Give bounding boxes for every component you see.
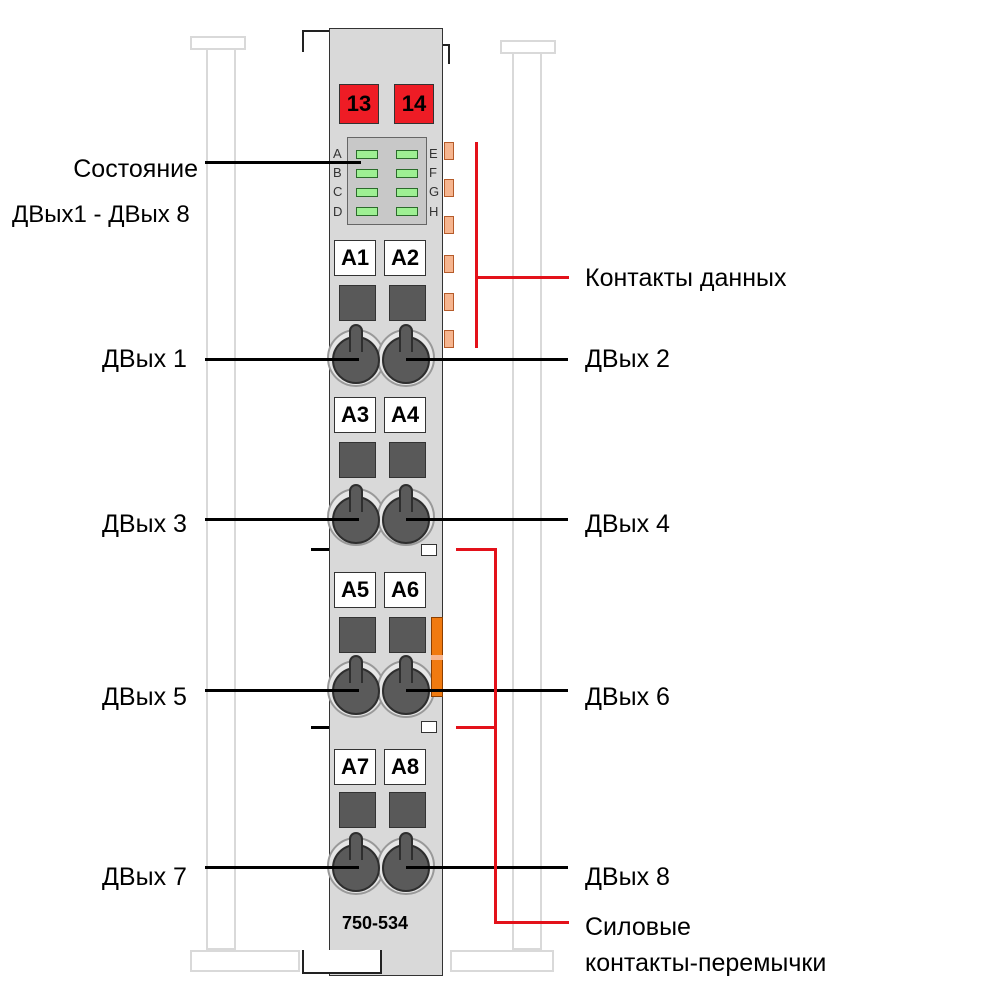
power-bracket-top xyxy=(456,548,496,551)
led-a xyxy=(356,150,378,159)
separator-mark xyxy=(311,548,329,551)
data-contact xyxy=(444,293,454,311)
terminal-a6: A6 xyxy=(384,572,426,608)
release-slot-3 xyxy=(339,442,376,478)
terminal-14-label: 14 xyxy=(401,91,427,116)
out5-label: ДВых 5 xyxy=(102,683,187,711)
din-rail-outline xyxy=(512,54,542,950)
terminal-a4-label: A4 xyxy=(390,402,420,427)
release-slot-7 xyxy=(339,792,376,828)
power-bracket-vertical xyxy=(494,548,497,923)
din-rail-outline xyxy=(206,50,236,950)
out2-label: ДВых 2 xyxy=(585,345,670,373)
terminal-a1-label: A1 xyxy=(340,245,370,270)
release-slot-4 xyxy=(389,442,426,478)
terminal-a5-label: A5 xyxy=(340,577,370,602)
terminal-a8: A8 xyxy=(384,749,426,785)
led-f xyxy=(396,169,418,178)
terminal-a5: A5 xyxy=(334,572,376,608)
led-b xyxy=(356,169,378,178)
status-label-line2: ДВых1 - ДВых 8 xyxy=(12,201,190,228)
terminal-13-label: 13 xyxy=(346,91,372,116)
power-label-line2: контакты-перемычки xyxy=(585,949,827,977)
led-label-f: F xyxy=(429,165,437,180)
terminal-a7: A7 xyxy=(334,749,376,785)
terminal-a3-label: A3 xyxy=(340,402,370,427)
model-number: 750-534 xyxy=(342,913,409,933)
din-rail-outline xyxy=(190,36,246,50)
terminal-a7-label: A7 xyxy=(340,754,370,779)
power-label-line1: Силовые xyxy=(585,913,691,941)
data-contact xyxy=(444,216,454,234)
data-contact xyxy=(444,255,454,273)
release-slot-1 xyxy=(339,285,376,321)
led-label-d: D xyxy=(333,204,343,219)
terminal-a2: A2 xyxy=(384,240,426,276)
out3-label: ДВых 3 xyxy=(102,510,187,538)
terminal-a8-label: A8 xyxy=(390,754,420,779)
power-jumper-contact-gap xyxy=(431,655,443,660)
leader-out1 xyxy=(205,358,359,361)
led-label-c: C xyxy=(333,184,343,199)
terminal-14: 14 xyxy=(394,84,434,124)
separator-mark xyxy=(311,726,329,729)
led-c xyxy=(356,188,378,197)
data-contacts-bracket-vertical xyxy=(475,142,478,348)
led-h xyxy=(396,207,418,216)
bottom-clip xyxy=(302,950,382,974)
leader-out5 xyxy=(205,689,359,692)
out6-label: ДВых 6 xyxy=(585,683,670,711)
data-contact xyxy=(444,142,454,160)
release-slot-5 xyxy=(339,617,376,653)
release-slot-8 xyxy=(389,792,426,828)
leader-status xyxy=(205,161,361,164)
status-label: Состояние xyxy=(40,157,198,182)
din-rail-outline xyxy=(500,40,556,54)
terminal-a6-label: A6 xyxy=(390,577,420,602)
power-bracket-mid xyxy=(456,726,496,729)
terminal-a1: A1 xyxy=(334,240,376,276)
leader-out4 xyxy=(406,518,568,521)
out7-label: ДВых 7 xyxy=(102,863,187,891)
out1-label: ДВых 1 xyxy=(102,345,187,373)
out8-label: ДВых 8 xyxy=(585,863,670,891)
din-rail-outline xyxy=(450,950,554,972)
led-label-h: H xyxy=(429,204,439,219)
led-e xyxy=(396,150,418,159)
led-d xyxy=(356,207,378,216)
terminal-a4: A4 xyxy=(384,397,426,433)
terminal-a3: A3 xyxy=(334,397,376,433)
leader-out6 xyxy=(406,689,568,692)
terminal-13: 13 xyxy=(339,84,379,124)
led-label-g: G xyxy=(429,184,440,199)
release-slot-6 xyxy=(389,617,426,653)
leader-out2 xyxy=(406,358,568,361)
power-jumper-notch xyxy=(421,721,437,733)
status-label-line1: Состояние xyxy=(73,155,198,183)
din-rail-outline xyxy=(190,950,300,972)
led-label-e: E xyxy=(429,146,438,161)
leader-out3 xyxy=(205,518,359,521)
leader-out7 xyxy=(205,866,359,869)
power-jumper-notch xyxy=(421,544,437,556)
led-g xyxy=(396,188,418,197)
out4-label: ДВых 4 xyxy=(585,510,670,538)
data-contact xyxy=(444,179,454,197)
led-label-a: A xyxy=(333,146,342,161)
data-contacts-label: Контакты данных xyxy=(585,264,787,292)
power-bracket-bottom xyxy=(494,921,569,924)
led-label-b: B xyxy=(333,165,342,180)
data-contacts-bracket-horizontal xyxy=(475,276,569,279)
leader-out8 xyxy=(406,866,568,869)
release-slot-2 xyxy=(389,285,426,321)
terminal-a2-label: A2 xyxy=(390,245,420,270)
data-contact xyxy=(444,330,454,348)
